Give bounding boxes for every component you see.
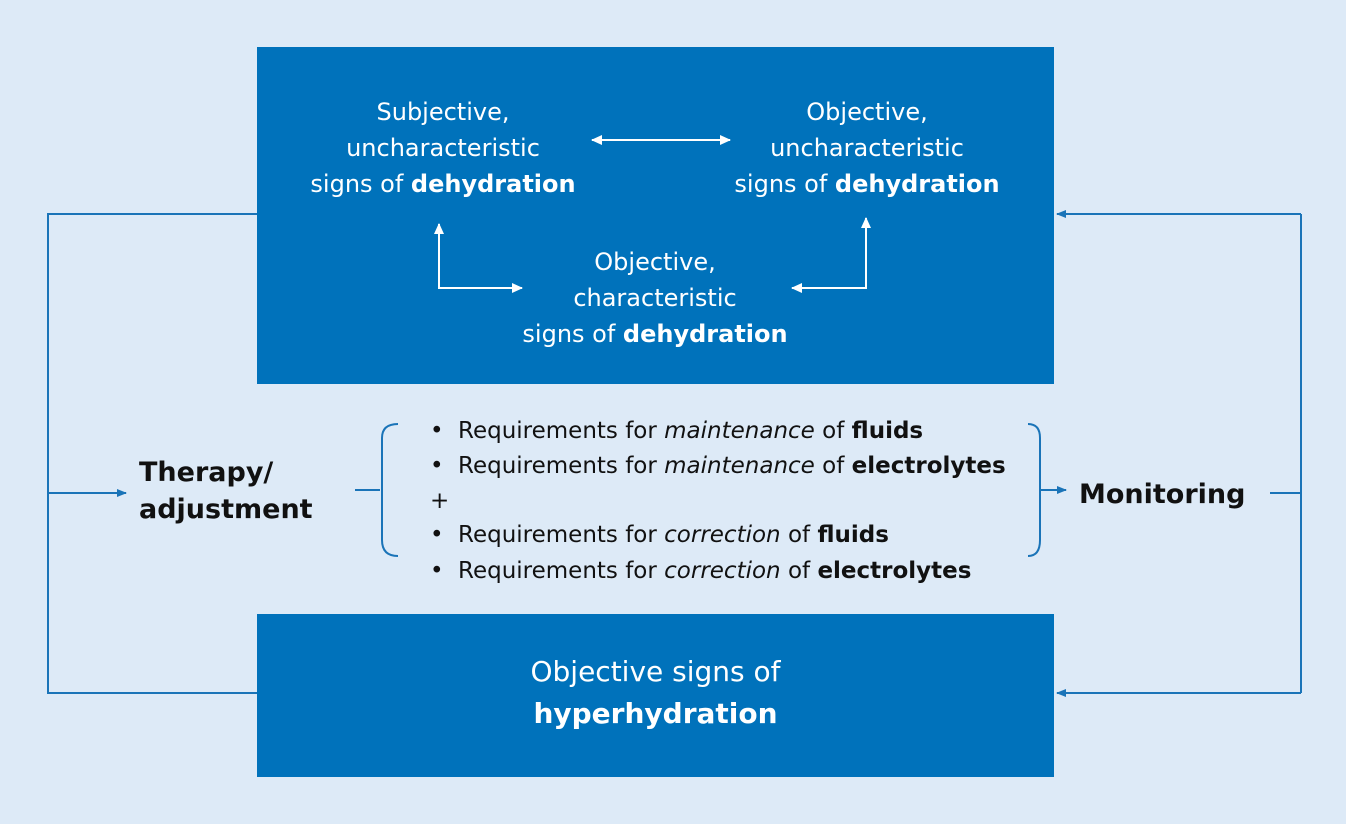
objective-unc-line-3-bold: dehydration — [834, 170, 1000, 198]
objective-unc-line-2: uncharacteristic — [770, 134, 964, 162]
therapy-line-1: Therapy/ — [139, 457, 274, 488]
bullet: • — [430, 558, 444, 584]
objective-char-line-3-prefix: signs of — [522, 320, 623, 348]
requirement-emphasis: maintenance — [664, 418, 815, 444]
requirement-strong: fluids — [851, 418, 924, 444]
hyperhydration-line-2-bold: hyperhydration — [533, 697, 778, 730]
arrow-subjective-to-characteristic — [434, 223, 523, 293]
objective-unc-line-3: signs of dehydration — [712, 166, 1022, 202]
requirement-mid: of — [780, 522, 818, 548]
requirement-item: • Requirements for maintenance of electro… — [430, 449, 1006, 484]
subjective-line-3: signs of dehydration — [288, 166, 598, 202]
subjective-line-3-bold: dehydration — [410, 170, 576, 198]
therapy-adjustment-label: Therapy/ adjustment — [139, 454, 313, 528]
requirement-strong: electrolytes — [851, 453, 1006, 479]
monitoring-label: Monitoring — [1079, 479, 1246, 510]
objective-char-line-3: signs of dehydration — [500, 316, 810, 352]
requirement-strong: electrolytes — [817, 558, 972, 584]
objective-unc-line-3-prefix: signs of — [734, 170, 835, 198]
objective-unc-line-1: Objective, — [806, 98, 928, 126]
objective-characteristic-signs: Objective, characteristic signs of dehyd… — [500, 244, 810, 352]
requirement-item: • Requirements for maintenance of fluids — [430, 414, 923, 449]
subjective-line-3-prefix: signs of — [310, 170, 411, 198]
requirement-prefix: Requirements for — [458, 558, 665, 584]
requirement-strong: fluids — [817, 522, 889, 548]
bullet: • — [430, 522, 444, 548]
objective-uncharacteristic-signs: Objective, uncharacteristic signs of deh… — [712, 94, 1022, 202]
subjective-line-1: Subjective, — [376, 98, 510, 126]
subjective-uncharacteristic-signs: Subjective, uncharacteristic signs of de… — [288, 94, 598, 202]
hyperhydration-line-2: hyperhydration — [257, 693, 1054, 735]
requirement-item: • Requirements for correction of fluids — [430, 518, 889, 553]
objective-char-line-3-bold: dehydration — [622, 320, 788, 348]
requirement-emphasis: correction — [664, 522, 781, 548]
requirement-emphasis: correction — [664, 558, 781, 584]
therapy-line-2: adjustment — [139, 494, 313, 525]
hyperhydration-line-1: Objective signs of — [530, 655, 781, 688]
objective-char-line-1: Objective, — [594, 248, 716, 276]
requirement-emphasis: maintenance — [664, 453, 815, 479]
dehydration-signs-box — [257, 47, 1054, 384]
requirement-mid: of — [780, 558, 818, 584]
plus-sign: + — [430, 488, 450, 514]
left-brace — [381, 423, 399, 557]
bullet: • — [430, 453, 444, 479]
arrow-characteristic-to-objective — [791, 217, 871, 293]
requirement-mid: of — [814, 418, 852, 444]
requirement-mid: of — [814, 453, 852, 479]
requirement-prefix: Requirements for — [458, 522, 665, 548]
requirement-prefix: Requirements for — [458, 418, 665, 444]
hyperhydration-signs-text: Objective signs of hyperhydration — [257, 651, 1054, 735]
hyperhydration-signs-box — [257, 614, 1054, 777]
subjective-line-2: uncharacteristic — [346, 134, 540, 162]
objective-char-line-2: characteristic — [573, 284, 737, 312]
bullet: • — [430, 418, 444, 444]
requirement-prefix: Requirements for — [458, 453, 665, 479]
requirement-item: • Requirements for correction of electrol… — [430, 554, 971, 589]
left-loop-line — [47, 213, 257, 694]
